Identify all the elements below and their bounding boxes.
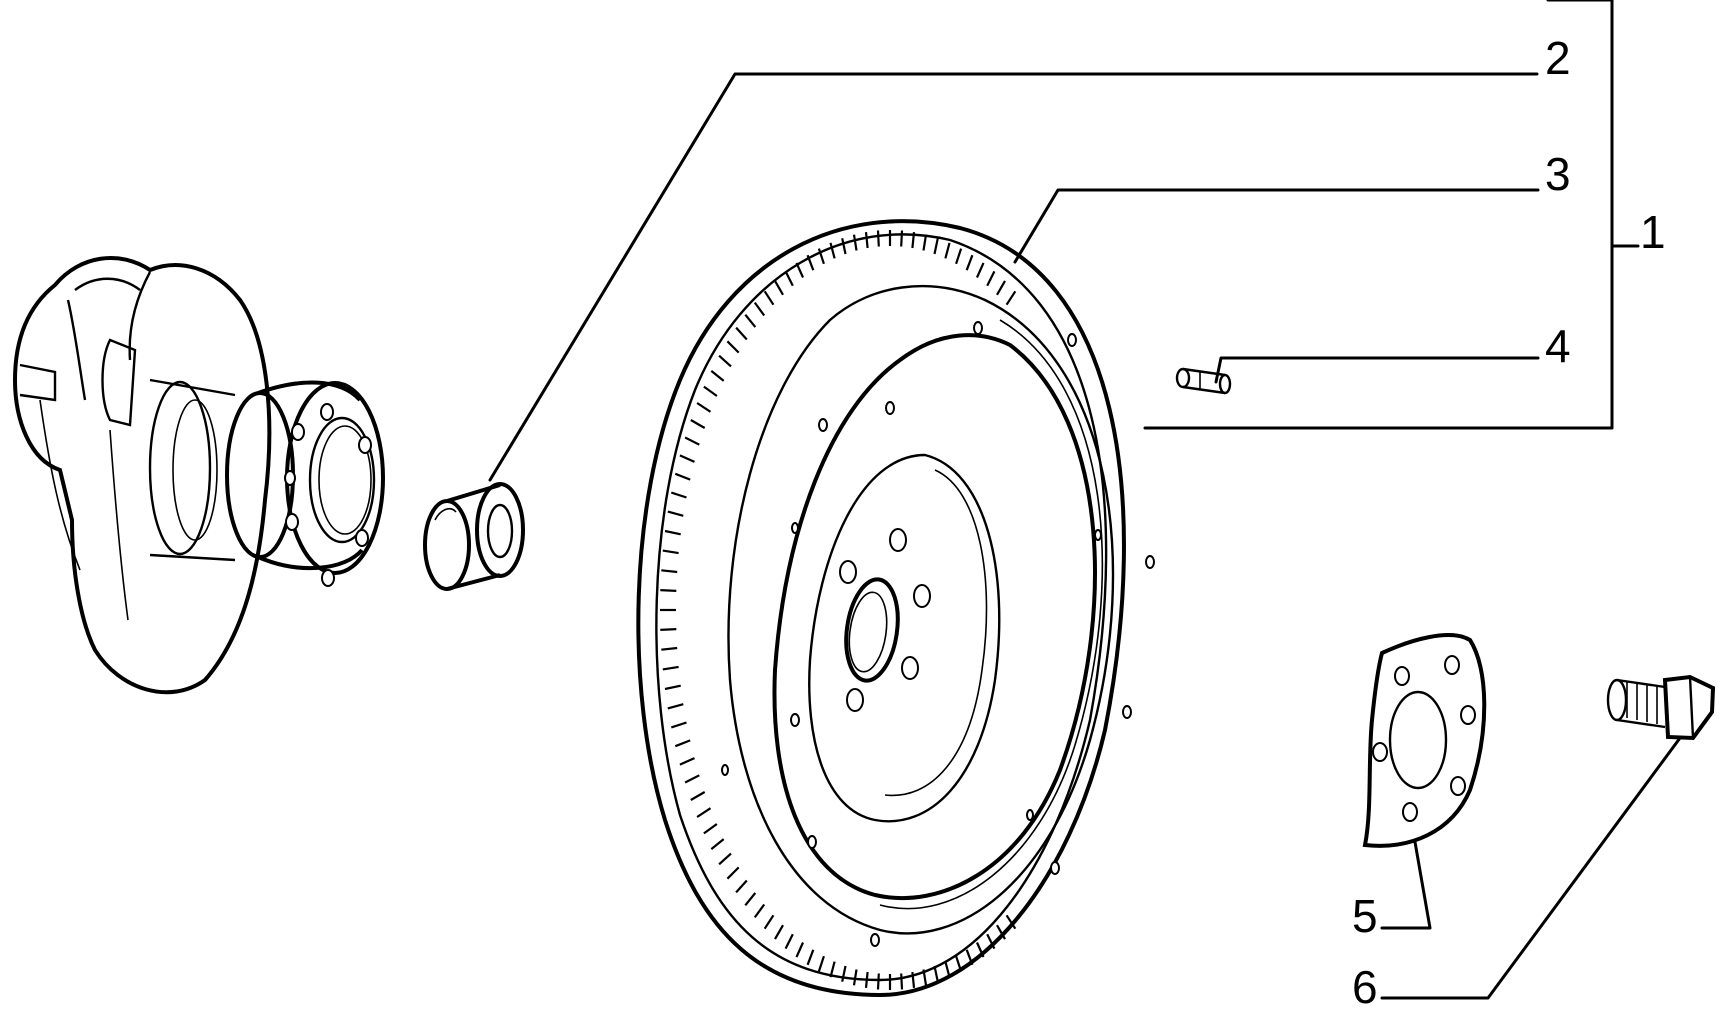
gear-tooth: [744, 892, 757, 906]
crankshaft-drawing: [12, 256, 385, 695]
gear-tooth: [933, 238, 939, 255]
gear-tooth: [735, 879, 748, 894]
gear-tooth: [900, 973, 904, 990]
gear-tooth: [955, 248, 963, 265]
gear-tooth: [664, 529, 681, 536]
callout-1: 1: [1640, 206, 1666, 258]
gear-tooth: [753, 301, 766, 317]
gear-tooth: [660, 589, 677, 592]
gear-tooth: [670, 721, 687, 729]
gear-tooth: [806, 949, 815, 966]
gear-tooth: [841, 238, 847, 255]
gear-tooth: [735, 326, 748, 341]
gear-tooth: [900, 230, 904, 247]
gear-tooth: [718, 354, 732, 368]
gear-tooth: [661, 646, 678, 651]
gear-tooth: [763, 290, 775, 306]
gear-tooth: [795, 262, 805, 278]
gear-tooth: [975, 942, 985, 958]
gear-tooth: [774, 924, 784, 940]
callout-5: 5: [1352, 890, 1378, 942]
gear-tooth: [965, 949, 974, 966]
gear-tooth: [841, 965, 847, 982]
gear-tooth: [674, 472, 691, 481]
pilot-bushing-drawing: [423, 482, 525, 591]
gear-tooth: [679, 454, 695, 463]
gear-tooth: [944, 242, 951, 259]
gear-tooth: [852, 969, 858, 986]
leader-lines: [488, 0, 1682, 1000]
gear-tooth: [710, 370, 725, 382]
gear-tooth: [662, 549, 679, 555]
gear-tooth: [753, 903, 766, 919]
gear-tooth: [674, 739, 691, 748]
gear-tooth: [667, 703, 684, 710]
callout-2: 2: [1545, 32, 1571, 84]
gear-tooth: [664, 684, 681, 691]
gear-tooth: [690, 791, 706, 801]
gear-tooth: [684, 436, 700, 446]
ring-gear-teeth: [660, 230, 1017, 990]
gear-tooth: [690, 419, 706, 429]
gear-tooth: [975, 262, 985, 278]
gear-tooth: [911, 231, 916, 249]
gear-tooth: [1005, 914, 1017, 930]
gear-tooth: [922, 234, 928, 251]
gear-tooth: [679, 757, 695, 766]
gear-tooth: [876, 230, 880, 247]
gear-tooth: [726, 866, 740, 880]
gear-tooth: [703, 385, 718, 397]
gear-tooth: [784, 270, 794, 287]
callout-6: 6: [1352, 961, 1378, 1013]
gear-tooth: [718, 852, 732, 866]
gear-tooth: [696, 807, 712, 818]
gear-tooth: [696, 402, 712, 413]
gear-tooth: [795, 942, 805, 958]
gear-tooth: [726, 340, 740, 354]
gear-tooth: [817, 248, 825, 265]
gear-tooth: [684, 774, 700, 784]
gear-tooth: [986, 933, 996, 950]
gear-tooth: [864, 971, 869, 989]
gear-tooth: [817, 955, 825, 972]
gear-tooth: [806, 254, 815, 271]
gear-tooth: [986, 270, 996, 287]
gear-tooth: [667, 510, 684, 517]
gear-tooth: [829, 961, 836, 978]
gear-tooth: [660, 628, 677, 631]
gear-tooth: [829, 242, 836, 259]
lock-plate-drawing: [1362, 633, 1487, 848]
gear-tooth: [662, 665, 679, 671]
gear-tooth: [864, 231, 869, 249]
gear-tooth: [744, 314, 757, 328]
gear-tooth: [933, 965, 939, 982]
callout-4: 4: [1545, 320, 1571, 372]
gear-tooth: [996, 280, 1006, 296]
gear-tooth: [996, 924, 1006, 940]
gear-tooth: [922, 969, 928, 986]
gear-tooth: [763, 914, 775, 930]
flywheel-drawing: [636, 219, 1155, 998]
gear-tooth: [661, 569, 678, 574]
gear-tooth: [911, 971, 916, 989]
gear-tooth: [1005, 290, 1017, 306]
flywheel-bolt-drawing: [1606, 674, 1716, 741]
dowel-pin-drawing: [1175, 367, 1232, 395]
gear-tooth: [965, 254, 974, 271]
gear-tooth: [774, 280, 784, 296]
gear-tooth: [670, 491, 687, 499]
gear-tooth: [876, 973, 880, 990]
gear-tooth: [944, 961, 951, 978]
callout-3: 3: [1545, 148, 1571, 200]
gear-tooth: [710, 838, 725, 850]
gear-tooth: [852, 234, 858, 251]
gear-tooth: [955, 955, 963, 972]
gear-tooth: [703, 823, 718, 835]
gear-tooth: [784, 933, 794, 950]
